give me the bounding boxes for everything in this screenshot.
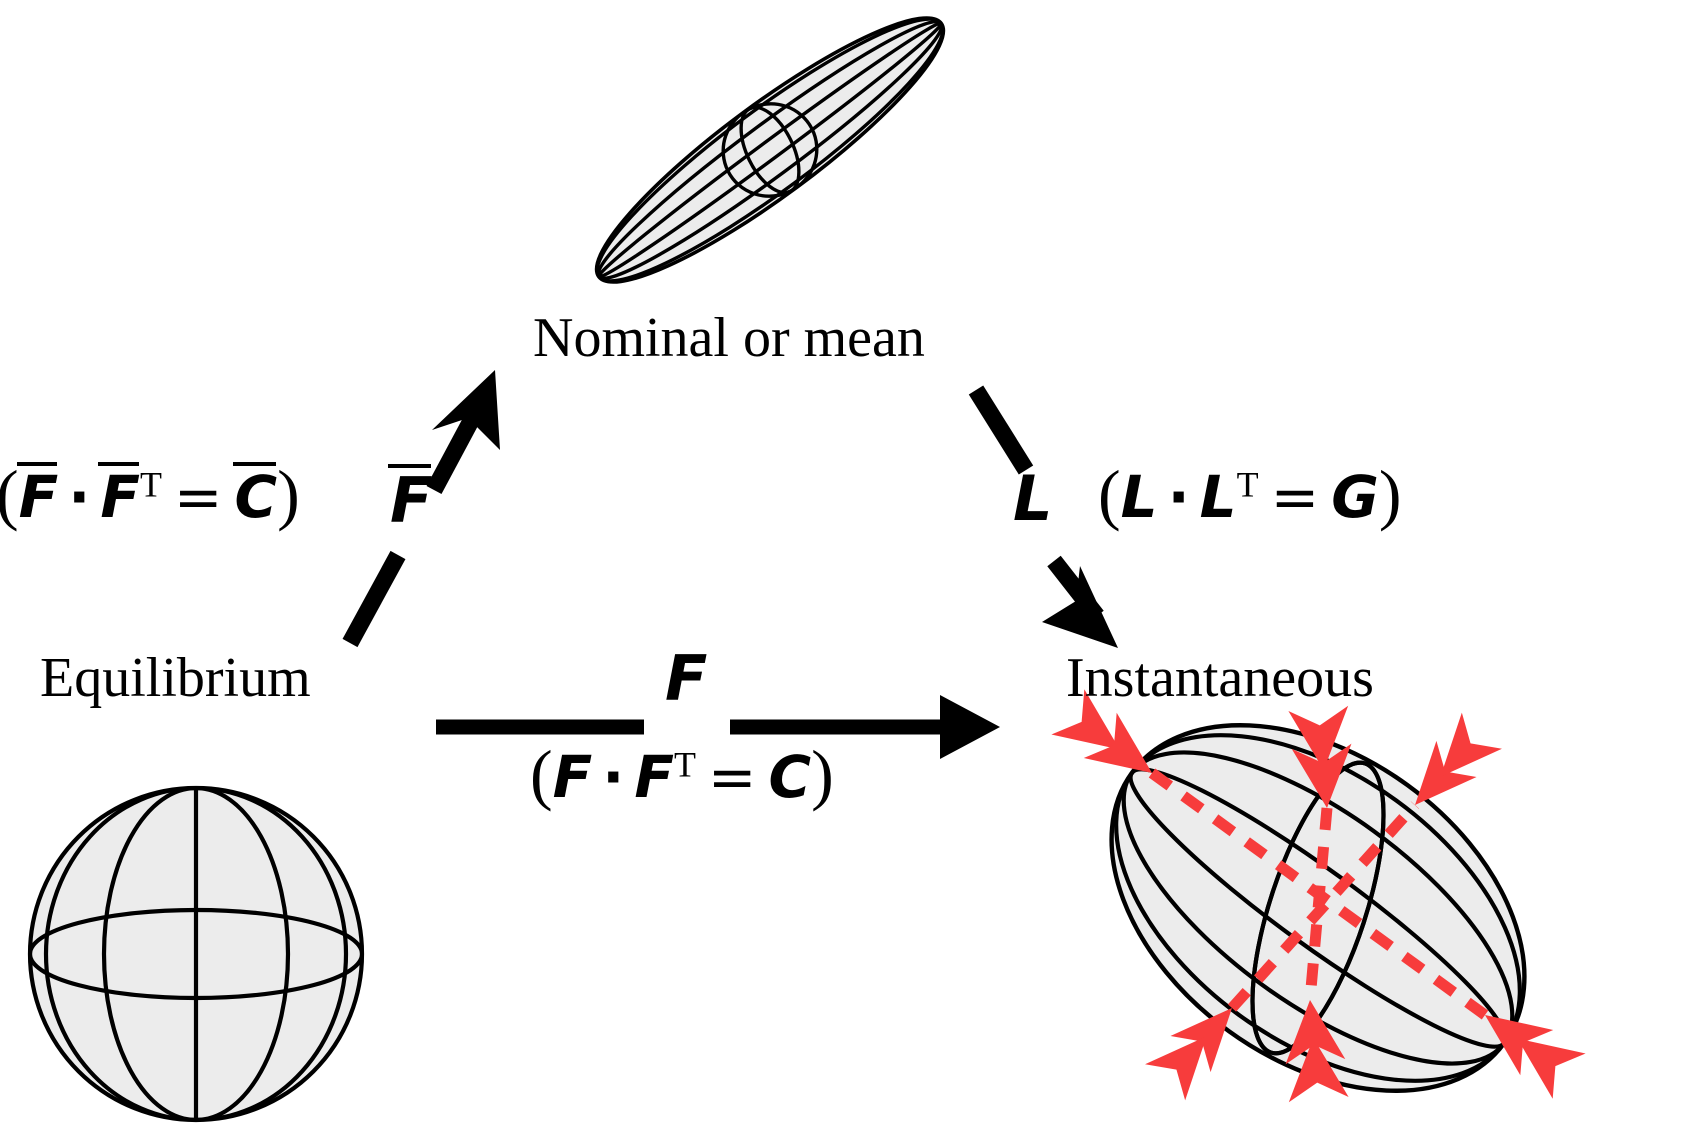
relation-nominal-a: F (16, 462, 59, 531)
arrow-label-f-bar: F (387, 463, 433, 537)
equilibrium-sphere-shape (27, 785, 365, 1123)
relation-inst-c: G (1331, 463, 1379, 531)
relation-inst-close: ) (1378, 456, 1402, 532)
arrow-label-l: L (1013, 462, 1053, 535)
relation-inst-a: L (1120, 463, 1158, 531)
label-nominal-or-mean: Nominal or mean (533, 307, 925, 369)
relation-total-eq: = (707, 743, 757, 811)
relation-nominal-eq: = (173, 463, 223, 531)
principal-axes-arrowheads (1051, 689, 1586, 1103)
arrow-label-f: F (665, 642, 708, 715)
relation-nominal-close: ) (277, 456, 300, 532)
principal-axes-arrows (1148, 768, 1489, 1020)
relation-nominal-dot: · (68, 463, 91, 531)
relation-inst-eq: = (1270, 463, 1320, 531)
relation-nominal-b: F (98, 462, 140, 531)
relation-nominal: (F·FT=C) (0, 460, 300, 528)
nominal-ellipsoid-shape (594, 16, 946, 284)
arrow-equilibrium-to-instantaneous-head (940, 695, 1000, 759)
relation-total: (F·FT=C) (530, 740, 834, 808)
label-equilibrium: Equilibrium (40, 647, 311, 709)
relation-total-b: F (634, 743, 674, 811)
relation-inst-open: ( (1098, 456, 1121, 532)
relation-total-close: ) (811, 736, 834, 812)
relation-total-a: F (552, 743, 593, 811)
relation-inst-sup: T (1236, 464, 1259, 505)
relation-total-sup: T (673, 744, 696, 785)
relation-nominal-open: ( (0, 456, 19, 532)
relation-total-dot: · (602, 743, 625, 811)
arrow-nominal-to-instantaneous-head (1042, 566, 1118, 648)
relation-instantaneous: (L·LT=G) (1098, 460, 1401, 528)
relation-total-c: C (768, 743, 812, 811)
relation-inst-b: L (1199, 463, 1237, 531)
relation-nominal-sup: T (139, 464, 162, 505)
label-instantaneous: Instantaneous (1066, 647, 1374, 709)
relation-total-open: ( (530, 736, 553, 812)
relation-nominal-c: C (232, 462, 278, 531)
arrow-equilibrium-to-nominal-head (432, 370, 500, 450)
relation-inst-dot: · (1167, 463, 1190, 531)
